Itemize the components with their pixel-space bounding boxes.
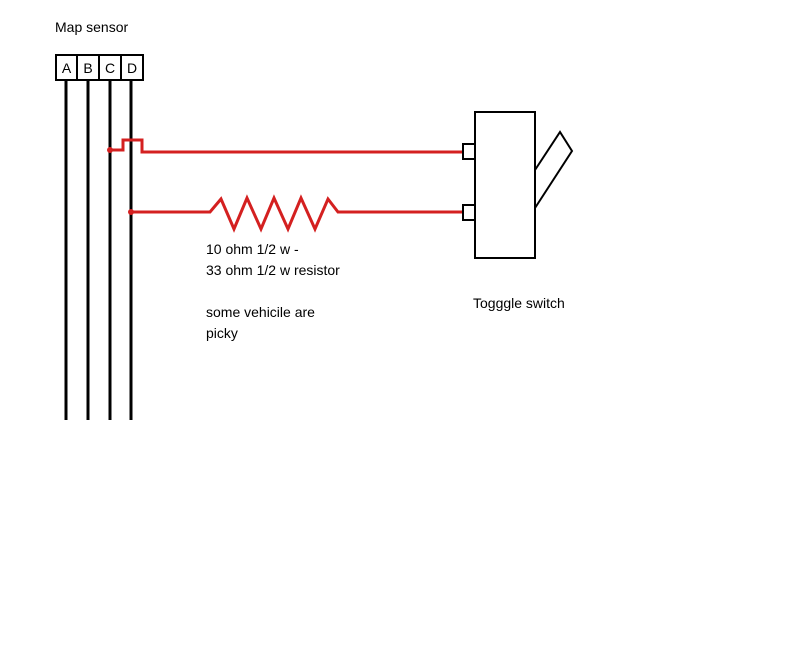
resistor-label-line2: 33 ohm 1/2 w resistor [206,262,340,278]
pin-label-a: A [62,60,72,76]
sensor-wires [64,80,133,420]
switch-terminal-upper [462,143,476,160]
switch-body [474,111,536,259]
note-line2: picky [206,325,238,341]
red-wire-upper [110,138,463,154]
pin-label-d: D [127,60,137,76]
page-title: Map sensor [55,19,129,35]
junction-dot-c [107,147,113,153]
pin-label-c: C [105,60,115,76]
junction-dot-d [128,209,134,215]
switch-terminal-lower [462,204,476,221]
resistor-label-line1: 10 ohm 1/2 w - [206,241,299,257]
switch-label: Togggle switch [473,295,565,311]
connector-header: A B C D [55,54,144,81]
pin-label-b: B [83,60,92,76]
red-wire-resistor [131,194,463,233]
toggle-switch [462,111,574,259]
switch-lever [534,130,574,209]
note-line1: some vehicile are [206,304,315,320]
